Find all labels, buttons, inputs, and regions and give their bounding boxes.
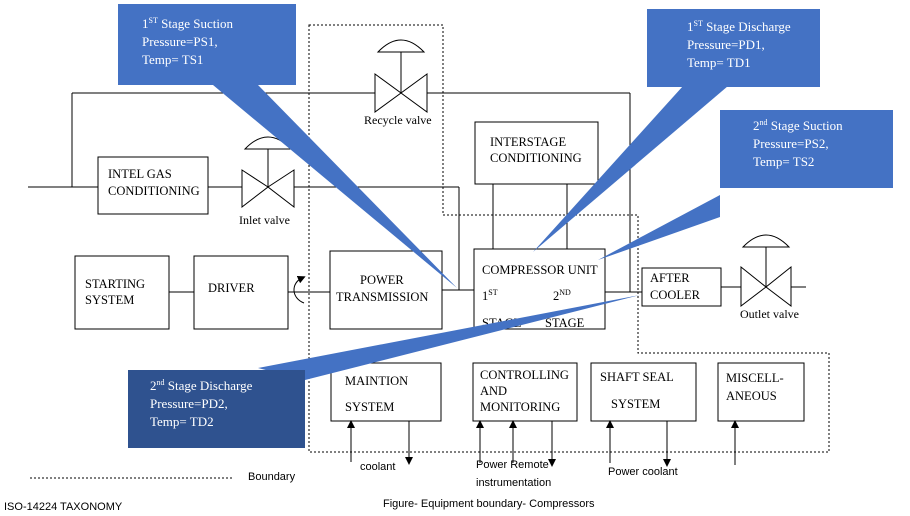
controlling-monitoring-box [472,362,578,422]
pd2-line-3: Temp= TD2 [150,414,214,429]
pd2-line-1: 2nd Stage Discharge [150,378,253,393]
shaft-seal-system-box [590,362,697,422]
misc-label-1: MISCELL- [726,371,784,385]
ps2-pointer [598,195,720,260]
after-cooler-label-2: COOLER [650,288,701,302]
inlet-gas-conditioning-box [97,156,209,215]
footer-taxonomy: ISO-14224 TAXONOMY [4,501,123,513]
figure-caption: Figure- Equipment boundary- Compressors [383,498,595,510]
stage2-label-bottom: STAGE [545,316,585,330]
maintenance-label-1: MAINTION [345,374,408,388]
inlet-gas-label-1: INTEL GAS [108,167,172,181]
ps1-line-1: 1ST Stage Suction [142,16,233,31]
miscellaneous-box [717,362,805,422]
power-transmission-box [329,250,443,330]
driver-box [193,255,289,330]
callout-pointers [213,85,728,380]
instrumentation-label: instrumentation [476,477,551,489]
pd1-callout-box [647,9,820,87]
ps2-line-2: Pressure=PS2, [753,136,829,151]
ps1-callout-box [118,4,296,85]
outlet-valve-icon [740,234,792,308]
interstage-label-2: CONDITIONING [490,151,582,165]
maintenance-system-box [330,362,442,422]
compressor-unit-title: COMPRESSOR UNIT [482,263,598,277]
inlet-valve-label: Inlet valve [239,213,290,227]
ps2-line-1: 2nd Stage Suction [753,118,843,133]
inlet-valve-icon [241,136,295,209]
interstage-label-1: INTERSTAGE [490,135,566,149]
ps1-line-3: Temp= TS1 [142,52,203,67]
recycle-valve-label: Recycle valve [364,113,432,127]
controlling-label-1: CONTROLLING [480,368,569,382]
power-remote-label: Power Remote [476,459,549,471]
interstage-conditioning-box [474,121,599,185]
stage2-label-top: 2ND [553,288,571,303]
coolant-label: coolant [360,461,395,473]
controlling-label-2: AND [480,384,507,398]
outlet-valve-label: Outlet valve [740,307,799,321]
controlling-label-3: MONITORING [480,400,560,414]
maintenance-label-2: SYSTEM [345,400,394,414]
pd2-callout-box [128,370,305,448]
power-transmission-label-2: TRANSMISSION [336,290,428,304]
after-cooler-box [641,267,722,307]
ps2-callout-box [720,110,893,188]
equipment-boundary [308,24,830,453]
starting-system-box [74,255,170,330]
inlet-gas-label-2: CONDITIONING [108,184,200,198]
pd1-pointer [533,86,728,252]
pd1-line-1: 1ST Stage Discharge [687,19,791,34]
starting-label-2: SYSTEM [85,293,134,307]
shaft-seal-label-1: SHAFT SEAL [600,370,674,384]
piping [28,92,806,329]
pd1-line-2: Pressure=PD1, [687,37,765,52]
power-coolant-label: Power coolant [608,466,678,478]
ps1-pointer [213,85,457,288]
pd2-line-2: Pressure=PD2, [150,396,228,411]
driver-label: DRIVER [208,281,255,295]
ps1-line-2: Pressure=PS1, [142,34,218,49]
coupling-rotation-arrow [293,276,306,304]
after-cooler-label-1: AFTER [650,271,690,285]
pd1-line-3: Temp= TD1 [687,55,751,70]
pd2-pointer [258,295,640,380]
ps2-line-3: Temp= TS2 [753,154,814,169]
shaft-seal-label-2: SYSTEM [611,397,660,411]
stage1-label-top: 1ST [482,288,498,303]
recycle-valve-icon [374,39,428,113]
legend-boundary-label: Boundary [248,471,296,483]
power-transmission-label-1: POWER [360,273,404,287]
starting-label-1: STARTING [85,277,145,291]
misc-label-2: ANEOUS [726,389,777,403]
